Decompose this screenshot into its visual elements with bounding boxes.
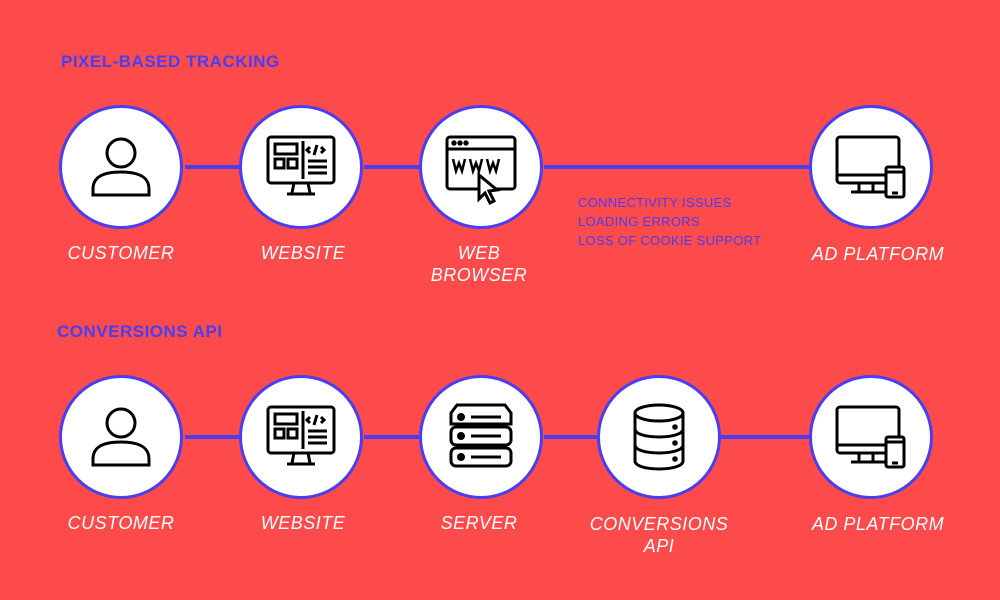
pixel-node-web-browser	[419, 105, 543, 229]
user-icon	[91, 137, 151, 197]
capi-connector-4	[719, 435, 812, 439]
ad-platform-icon	[835, 405, 906, 469]
pixel-label-web-browser: WEB BROWSER	[430, 243, 528, 285]
pixel-issues-list: CONNECTIVITY ISSUES LOADING ERRORS LOSS …	[578, 193, 761, 250]
capi-label-website: WEBSITE	[260, 513, 346, 533]
conversions-api-title: CONVERSIONS API	[57, 322, 223, 341]
web-browser-icon	[445, 135, 517, 206]
issue-item: LOSS OF COOKIE SUPPORT	[578, 233, 762, 248]
pixel-node-ad-platform	[809, 105, 933, 229]
pixel-label-ad-platform: AD PLATFORM	[811, 244, 945, 264]
pixel-label-website: WEBSITE	[260, 243, 346, 263]
pixel-connector-3	[544, 165, 812, 169]
ad-platform-icon	[835, 135, 906, 199]
pixel-tracking-title: PIXEL-BASED TRACKING	[61, 52, 280, 71]
capi-connector-3	[544, 435, 602, 439]
capi-node-conversions-api	[597, 375, 721, 499]
server-icon	[449, 403, 513, 468]
pixel-connector-2	[364, 165, 422, 169]
capi-label-server: SERVER	[440, 513, 518, 533]
capi-label-ad-platform: AD PLATFORM	[811, 514, 945, 534]
capi-connector-2	[364, 435, 422, 439]
capi-label-customer: CUSTOMER	[67, 513, 175, 533]
pixel-connector-1	[185, 165, 243, 169]
capi-node-server	[419, 375, 543, 499]
capi-node-customer	[59, 375, 183, 499]
website-icon	[266, 405, 336, 466]
website-icon	[266, 135, 336, 196]
capi-node-website	[239, 375, 363, 499]
issue-item: LOADING ERRORS	[578, 214, 700, 229]
pixel-label-customer: CUSTOMER	[67, 243, 175, 263]
capi-node-ad-platform	[809, 375, 933, 499]
user-icon	[91, 407, 151, 467]
pixel-node-website	[239, 105, 363, 229]
capi-label-conversions-api: CONVERSIONS API	[589, 514, 729, 556]
pixel-node-customer	[59, 105, 183, 229]
capi-connector-1	[185, 435, 243, 439]
issue-item: CONNECTIVITY ISSUES	[578, 195, 732, 210]
database-icon	[633, 403, 685, 471]
